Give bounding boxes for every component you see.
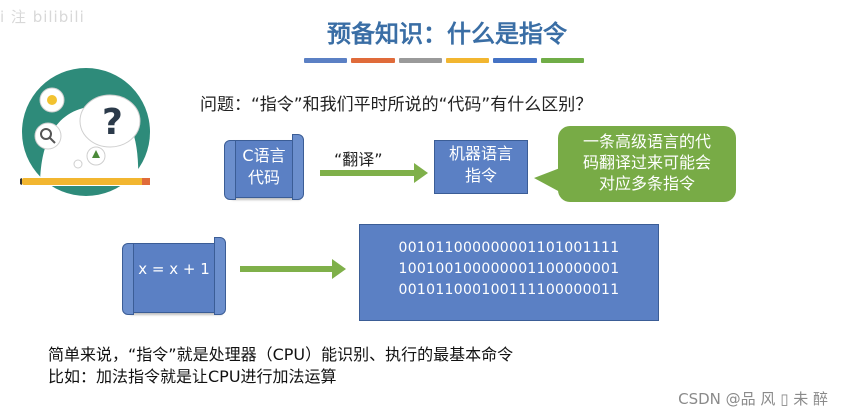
summary-text: 简单来说，“指令”就是处理器（CPU）能识别、执行的最基本命令 比如：加法指令就… [48,344,513,388]
c-code-line-1: C语言 [242,146,286,165]
watermark-logo: i 注 bilibili [0,8,85,26]
title-underline-stripes [304,58,584,63]
stripe [351,58,395,63]
svg-text:?: ? [102,102,123,143]
note-callout: 一条高级语言的代 码翻译过来可能会 对应多条指令 [558,126,736,202]
callout-line-1: 一条高级语言的代 [582,132,711,151]
stripe [398,58,442,63]
machine-box-line-2: 指令 [464,166,497,185]
summary-line-1: 简单来说，“指令”就是处理器（CPU）能识别、执行的最基本命令 [48,345,514,364]
compile-arrow [240,259,346,279]
c-code-box: C语言 代码 [224,134,304,200]
binary-line-3: 001011000100111100000011 [398,282,620,298]
translate-arrow [320,163,428,183]
csdn-watermark: CSDN @品 风 ▯ 未 醉 [678,390,828,408]
c-code-line-2: 代码 [247,168,280,187]
question-text: 问题：“指令”和我们平时所说的“代码”有什么区别？ [200,95,593,115]
machine-box-line-1: 机器语言 [448,144,513,163]
binary-line-1: 001011000000001101001111 [398,240,620,256]
callout-line-3: 对应多条指令 [598,174,695,193]
binary-line-2: 100100100000001100000001 [398,261,620,277]
callout-line-2: 码翻译过来可能会 [582,153,711,172]
callout-pointer [534,168,560,192]
expression-box: x = x + 1 [122,237,226,315]
stripe [493,58,537,63]
stripe [304,58,348,63]
thinking-head-icon: ? [20,68,150,196]
summary-line-2: 比如：加法指令就是让CPU进行加法运算 [48,367,337,386]
translate-label: “翻译” [334,150,383,169]
machine-instruction-box: 机器语言 指令 [434,140,528,194]
page-title: 预备知识：什么是指令 [327,20,567,48]
stripe [540,58,584,63]
expression-text: x = x + 1 [138,260,210,278]
stripe [445,58,490,63]
binary-code-box: 001011000000001101001111 100100100000001… [359,224,659,321]
